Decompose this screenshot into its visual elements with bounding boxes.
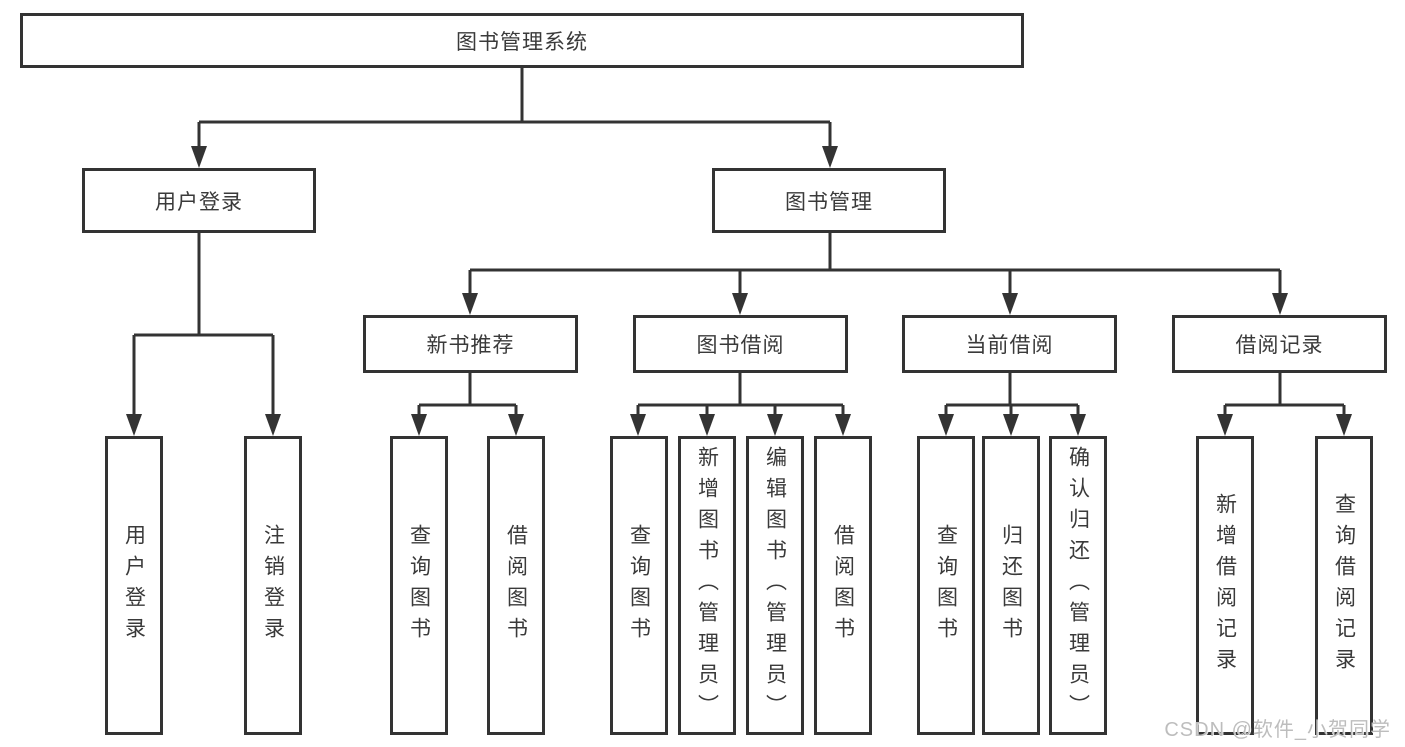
leaf-add-books-admin: 新增图书（管理员）	[678, 436, 736, 735]
arrowhead	[1070, 414, 1086, 436]
node-current-borrow: 当前借阅	[902, 315, 1117, 373]
arrowhead	[191, 146, 207, 168]
leaf-label: 查询图书	[407, 523, 431, 648]
leaf-add-borrow-record: 新增借阅记录	[1196, 436, 1254, 735]
leaf-label: 编辑图书（管理员）	[763, 446, 787, 725]
leaf-edit-books-admin: 编辑图书（管理员）	[746, 436, 804, 735]
node-user-login-label: 用户登录	[155, 190, 243, 214]
leaf-label: 确认归还（管理员）	[1066, 446, 1090, 725]
arrowhead	[732, 293, 748, 315]
leaf-logout: 注销登录	[244, 436, 302, 735]
leaf-label: 借阅图书	[504, 523, 528, 648]
leaf-label: 查询图书	[627, 523, 651, 648]
node-root: 图书管理系统	[20, 13, 1024, 68]
arrowhead	[630, 414, 646, 436]
arrowhead	[822, 146, 838, 168]
node-user-login: 用户登录	[82, 168, 316, 233]
node-current-borrow-label: 当前借阅	[965, 334, 1054, 357]
leaf-label: 借阅图书	[831, 523, 855, 648]
leaf-query-borrow-record: 查询借阅记录	[1315, 436, 1373, 735]
connector-root-branch	[191, 68, 838, 168]
leaf-label: 新增借阅记录	[1213, 492, 1237, 679]
arrowhead	[767, 414, 783, 436]
connector-user-login-branch	[126, 233, 281, 436]
arrowhead	[1003, 414, 1019, 436]
leaf-query-books-current: 查询图书	[917, 436, 975, 735]
arrowhead	[699, 414, 715, 436]
arrowhead	[462, 293, 478, 315]
node-new-book-recommend-label: 新书推荐	[426, 334, 515, 357]
csdn-watermark: CSDN @软件_小贺同学	[1164, 719, 1391, 741]
leaf-label: 归还图书	[999, 523, 1023, 648]
leaf-borrow-books-recommend: 借阅图书	[487, 436, 545, 735]
leaf-label: 注销登录	[261, 523, 285, 648]
arrowhead	[1272, 293, 1288, 315]
node-book-management-label: 图书管理	[785, 190, 873, 214]
node-root-label: 图书管理系统	[456, 30, 588, 54]
arrowhead	[938, 414, 954, 436]
connector-new-book-recommend-branch	[411, 373, 524, 436]
arrowhead	[508, 414, 524, 436]
connector-borrow-records-branch	[1217, 373, 1352, 436]
leaf-query-books-borrow: 查询图书	[610, 436, 668, 735]
node-book-management: 图书管理	[712, 168, 946, 233]
leaf-confirm-return-admin: 确认归还（管理员）	[1049, 436, 1107, 735]
leaf-label: 查询借阅记录	[1332, 492, 1356, 679]
arrowhead	[265, 414, 281, 436]
arrowhead	[1217, 414, 1233, 436]
arrowhead	[411, 414, 427, 436]
connector-book-management-branch	[462, 233, 1288, 315]
node-new-book-recommend: 新书推荐	[363, 315, 578, 373]
node-book-borrow: 图书借阅	[633, 315, 848, 373]
connector-current-borrow-branch	[938, 373, 1086, 436]
leaf-query-books-recommend: 查询图书	[390, 436, 448, 735]
leaf-borrow-books: 借阅图书	[814, 436, 872, 735]
connector-book-borrow-branch	[630, 373, 851, 436]
arrowhead	[126, 414, 142, 436]
arrowhead	[1336, 414, 1352, 436]
arrowhead	[1002, 293, 1018, 315]
leaf-label: 新增图书（管理员）	[695, 446, 719, 725]
node-borrow-records: 借阅记录	[1172, 315, 1387, 373]
leaf-user-login: 用户登录	[105, 436, 163, 735]
leaf-return-books: 归还图书	[982, 436, 1040, 735]
leaf-label: 用户登录	[122, 523, 146, 648]
arrowhead	[835, 414, 851, 436]
node-borrow-records-label: 借阅记录	[1235, 334, 1324, 357]
leaf-label: 查询图书	[934, 523, 958, 648]
node-book-borrow-label: 图书借阅	[696, 334, 785, 357]
